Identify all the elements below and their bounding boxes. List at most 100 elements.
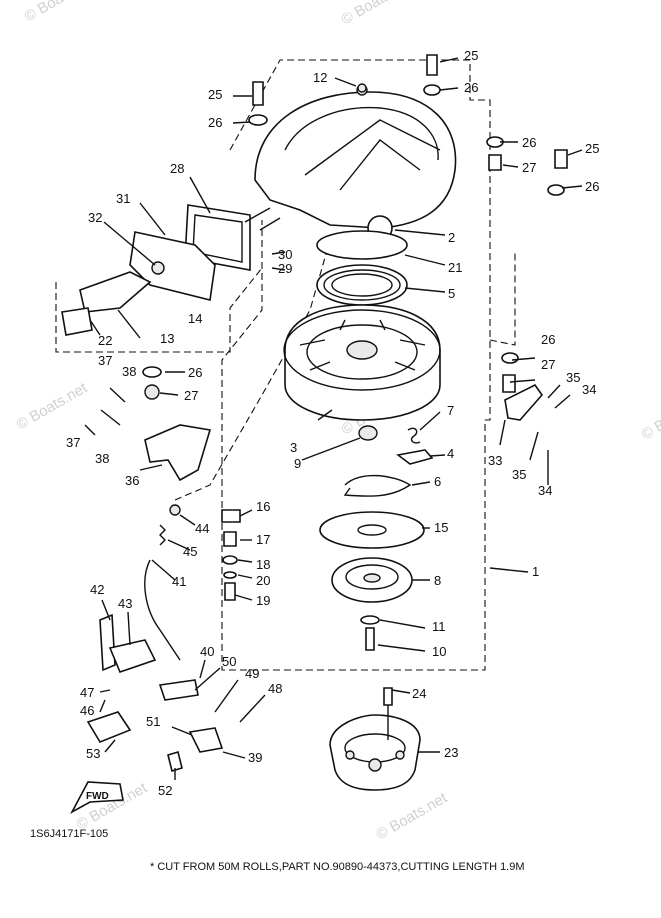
watermark-left: © Boats.net [14,379,91,433]
washer-18 [223,556,237,564]
grommet-26-left-top [249,115,267,125]
callout-42: 42 [90,582,104,597]
callout-26: 26 [541,332,555,347]
cable-end-44 [170,505,180,515]
callout-23: 23 [444,745,458,760]
callout-26: 26 [188,365,202,380]
callout-13: 13 [160,331,174,346]
grommet-26-right-mid [548,185,564,195]
watermark-top-left: © Boats.net [22,0,99,25]
callout-53: 53 [86,746,100,761]
diagram-code: 1S6J4171F-105 [30,828,108,840]
grommet-26-left [143,367,161,377]
callout-25: 25 [208,87,222,102]
callout-7: 7 [447,403,454,418]
lever-43 [110,640,155,672]
callout-27: 27 [184,388,198,403]
bolt-10 [366,628,374,650]
bolt-25-right [555,150,567,168]
callout-24: 24 [412,686,426,701]
bracket-36 [145,425,210,480]
callout-32: 32 [88,210,102,225]
callout-14: 14 [188,311,202,326]
callout-33: 33 [488,453,502,468]
sheave-drum [284,305,440,440]
callout-8: 8 [434,573,441,588]
callout-26: 26 [208,115,222,130]
callout-27: 27 [541,357,555,372]
callout-15: 15 [434,520,448,535]
link-40 [160,680,198,700]
callout-45: 45 [183,544,197,559]
fwd-label: FWD [86,791,109,802]
callout-38: 38 [122,364,136,379]
callout-35: 35 [512,467,526,482]
spring-45 [160,525,165,545]
pawl [398,450,432,464]
plate-21 [317,231,407,259]
callout-29: 29 [278,261,292,276]
callout-46: 46 [80,703,94,718]
callout-27: 27 [522,160,536,175]
washer-11 [361,616,379,624]
collar-17 [224,532,236,546]
callout-1: 1 [532,564,539,579]
callout-26: 26 [464,80,478,95]
spiral-spring [317,265,407,305]
callout-41: 41 [172,574,186,589]
callout-21: 21 [448,260,462,275]
callout-52: 52 [158,783,172,798]
callout-9: 9 [294,456,301,471]
callout-4: 4 [447,446,454,461]
grommet-26-right [502,353,518,363]
callout-19: 19 [256,593,270,608]
bolt-24 [384,688,392,705]
callout-26: 26 [585,179,599,194]
callout-30: 30 [278,247,292,262]
callout-40: 40 [200,644,214,659]
callout-37: 37 [98,353,112,368]
callout-11: 11 [432,619,446,634]
callout-31: 31 [116,191,130,206]
nut-12 [358,84,366,92]
callout-25: 25 [464,48,478,63]
callout-51: 51 [146,714,160,729]
callout-28: 28 [170,161,184,176]
callout-2: 2 [448,230,455,245]
callout-35: 35 [566,370,580,385]
friction-plate [320,512,424,548]
callout-44: 44 [195,521,209,536]
hook-route [490,250,515,345]
callout-39: 39 [248,750,262,765]
footnote: * CUT FROM 50M ROLLS,PART NO.90890-44373… [150,861,525,873]
drive-plate [332,558,412,602]
callout-38: 38 [95,451,109,466]
grommet-16 [222,510,240,522]
callout-5: 5 [448,286,455,301]
callout-34: 34 [582,382,596,397]
callout-37: 37 [66,435,80,450]
starter-pulley-cup [330,715,420,790]
callout-34: 34 [538,483,552,498]
collar-27-left [145,385,159,399]
washer-20 [224,572,236,578]
callout-25: 25 [585,141,599,156]
cam-39 [190,728,222,752]
callout-18: 18 [256,557,270,572]
callout-43: 43 [118,596,132,611]
starter-case [255,85,456,240]
callout-47: 47 [80,685,94,700]
callout-36: 36 [125,473,139,488]
callout-16: 16 [256,499,270,514]
pawl-spring [408,428,420,443]
callout-6: 6 [434,474,441,489]
watermark-top-center: © Boats.net [339,0,416,28]
callout-48: 48 [268,681,282,696]
callout-22: 22 [98,333,112,348]
collar-27-right [503,375,515,392]
bracket-42 [100,615,115,670]
callout-49: 49 [245,666,259,681]
grommet-26-top [424,85,440,95]
